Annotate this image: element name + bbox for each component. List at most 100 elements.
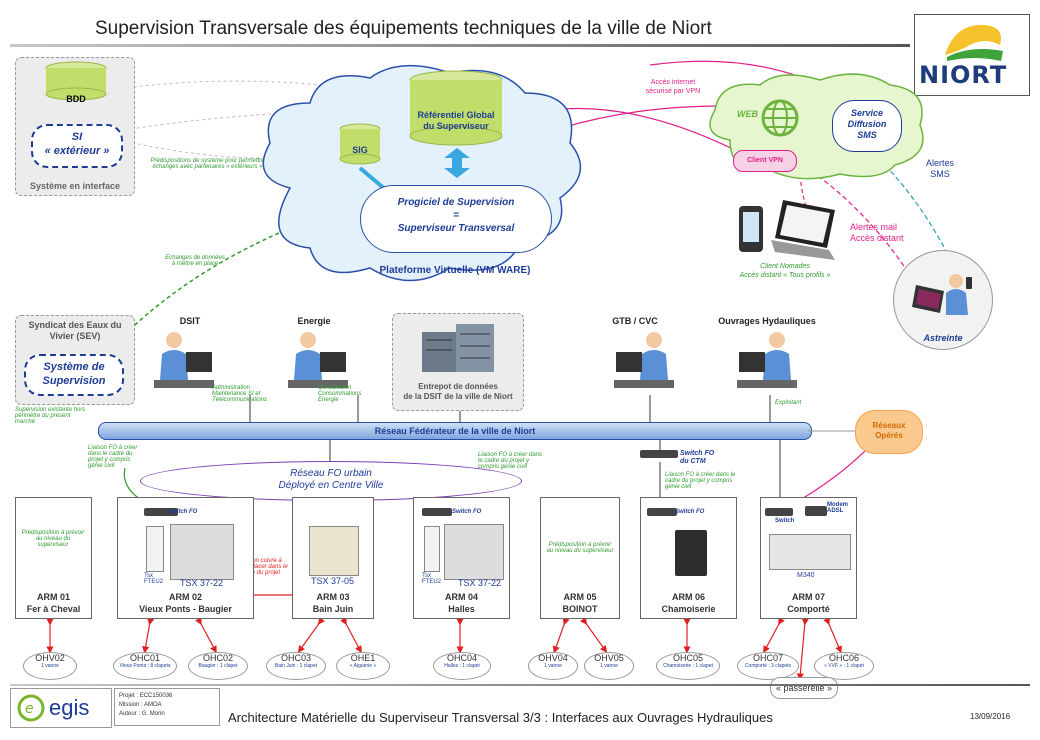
sev-note: Supervision existante hors périmètre du … [15,407,86,425]
sig-label: SIG [352,145,368,155]
page-title: Supervision Transversale des équipements… [95,18,712,39]
ohc03-label: OHC03 [280,653,311,663]
user-gtb-icon [614,332,674,388]
arm-02-extra: Tsx FTEU2 [144,573,164,585]
arm-03-name: Bain Juin [312,604,354,614]
user-dsit-note: Administration Maintenance SI et Télécom… [212,385,268,403]
arm-02-plc-label: TSX 37-22 [180,578,224,588]
fo-line1: Réseau FO urbain [290,468,372,479]
si-label: SI [71,131,83,143]
ohe1-sub: « Aiguerie » [349,663,377,669]
sev-box: Syndicat des Eaux du Vivier (SEV) Systèm… [15,315,135,405]
globe-icon [761,99,799,137]
ohc01-sub: Vieux Ponts : 8 clapets [119,663,171,669]
arm-04-module-icon [424,526,440,572]
ohc05-sub: Chamoiserie : 1 clapet [663,663,713,669]
si-exterieur-cloud: SI « extérieur » [31,124,123,168]
user-ouvrages-icon [737,332,797,388]
astreinte-circle: Astreinte [893,250,993,350]
mail-alerts-line2: Accès distant [850,233,904,243]
entrepot-label: Entrepot de données de la DSIT de la vil… [393,382,523,402]
reseaux-line2: Opérés [875,431,903,440]
ohc06-node: OHC06« VVF » : 1 clapet [814,652,874,680]
arm-01-box: Prédisposition à prévoir au niveau du su… [15,497,92,619]
ctm-switch-line2: du CTM [680,458,706,465]
user-dsit-icon [154,332,214,388]
ohc06-label: OHC06 [828,653,859,663]
arm-02-switch-label: Switch FO [168,509,198,515]
user-gtb-label: GTB / CVC [612,316,658,326]
progiciel-line1: Progiciel de Supervision [397,197,515,208]
mail-alerts-note: Alertes mail Accès distant [850,222,920,244]
cuivre-note: Liaison cuivre à remplacer dans le cadre… [240,558,288,576]
arm-01-note: Prédisposition à prévoir au niveau du su… [21,530,85,548]
sev-title-line1: Syndicat des Eaux du [28,320,122,330]
ohv05-label: OHV05 [594,653,624,663]
ctm-switch-line1: Switch FO [680,450,715,457]
arm-04-extra: Tsx FTEU2 [422,573,442,585]
passerelle-node: « passerelle » [770,677,838,699]
arm-07-switch-label: Switch [775,518,795,524]
arm-04-box: Switch FO Tsx FTEU2 TSX 37-22 ARM 04 Hal… [413,497,510,619]
bdd-database-icon [45,61,107,100]
interface-system-box: BDD SI « extérieur » Système en interfac… [15,57,135,196]
arm-05-id: ARM 05 [563,592,597,602]
footer-title: Architecture Matérielle du Superviseur T… [228,710,773,725]
user-ouvrages-label: Ouvrages Hydauliques [718,316,816,326]
niort-logo: NIORT [914,14,1030,96]
ohc04-label: OHC04 [446,653,477,663]
progiciel-cloud: Progiciel de Supervision = Superviseur T… [360,185,552,253]
arm-01-id: ARM 01 [36,592,70,602]
federateur-label: Réseau Fédérateur de la ville de Niort [374,426,536,436]
ohc04-sub: Halles : 1 clapet [444,663,480,669]
ohc05-label: OHC05 [672,653,703,663]
ohc07-label: OHC07 [752,653,783,663]
ohc03-sub: Bain Juin : 1 clapet [274,663,318,669]
egis-logo-box: e egis [10,688,112,728]
arm-03-id: ARM 03 [316,592,350,602]
si-exterieur-label: « extérieur » [44,145,110,157]
svg-text:e: e [25,701,34,717]
arm-03-box: TSX 37-05 ARM 03 Bain Juin [292,497,374,619]
arm-02-name: Vieux Ponts - Baugier [139,604,232,614]
arm-03-plc-icon [309,526,359,576]
double-arrow-icon [444,148,470,178]
interface-note: Prédispositions de système pour permettr… [150,158,265,170]
mail-alerts-line1: Alertes mail [850,222,898,232]
arm-02-switch-icon [144,508,178,516]
progiciel-line2: = [453,210,459,221]
entrepot-line1: Entrepot de données [418,382,498,391]
nomad-line2: Accès distant « Tous profils » [739,272,831,279]
ctm-switch-label: Switch FO du CTM [680,450,720,466]
user-dsit-label: DSIT [179,316,201,326]
entrepot-line2: de la DSIT de la ville de Niort [403,392,513,401]
niort-emblem-icon [945,24,1003,61]
progiciel-line3: Superviseur Transversal [397,223,515,234]
internet-vpn-note: Accès internet sécurisé par VPN [628,78,718,96]
reseaux-operes-cloud: Réseaux Opérés [855,410,923,454]
referentiel-database-icon [409,70,503,146]
fo-note-left: Liaison FO à créer dans le cadre du proj… [88,445,138,469]
sms-service-line3: SMS [857,130,877,140]
interface-system-label: Système en interface [29,181,121,191]
referentiel-label-line1: Référentiel Global [417,110,495,120]
arm-07-plc-label: M340 [797,572,815,579]
arm-04-plc-label: TSX 37-22 [458,578,502,588]
arm-06-id: ARM 06 [671,592,705,602]
astreinte-label: Astreinte [923,333,963,343]
logo-text: NIORT [919,61,1008,89]
reseaux-line1: Réseaux [872,421,906,430]
footer-date: 13/09/2016 [970,712,1011,721]
sms-alerts-line1: Alertes [925,158,954,168]
user-energie-note: Consultation Consommations Energie [318,385,362,403]
internet-vpn-line2: sécurisé par VPN [645,88,701,95]
egis-logo-icon: e [17,694,45,722]
arm-07-modem-icon [805,506,827,516]
auteur-value: G. Morin [141,711,165,717]
ohc01-label: OHC01 [129,653,160,663]
